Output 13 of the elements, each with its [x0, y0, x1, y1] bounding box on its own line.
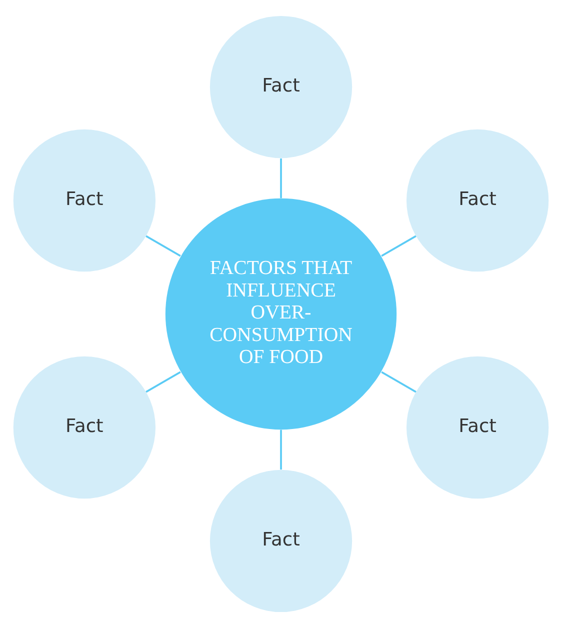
node-circle: Fact [406, 356, 549, 498]
connector [280, 429, 282, 470]
node-circle: Fact [210, 15, 352, 158]
connector [280, 158, 282, 198]
connector [146, 370, 181, 392]
connector [146, 234, 181, 256]
node-circle: Fact [13, 356, 156, 498]
node-circle: FACTORS THAT INFLUENCE OVER-CONSUMPTION OF FOOD [165, 198, 397, 430]
connector [381, 234, 416, 256]
connector [381, 370, 416, 392]
node-circle: Fact [13, 128, 156, 272]
node-circle: Fact [210, 469, 352, 612]
node-circle: Fact [406, 128, 549, 272]
